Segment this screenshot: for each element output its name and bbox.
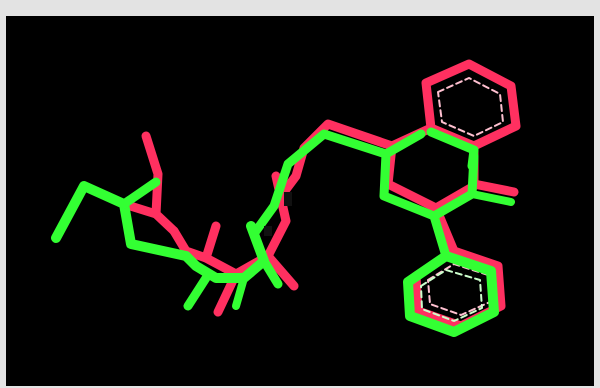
green-benzene-bottom (403, 251, 499, 337)
green-linker (251, 129, 391, 236)
red-hydroxyl-c (201, 221, 221, 263)
green-hydroxyl-b (183, 273, 211, 311)
green-phenyl-link (429, 211, 451, 261)
model-green (51, 127, 515, 337)
red-methyl (469, 179, 519, 197)
green-hydroxyl-a (259, 256, 283, 289)
molecule-viewport[interactable] (6, 16, 594, 386)
red-benzene-bottom (411, 246, 506, 331)
shade-a (284, 192, 292, 206)
red-ester (141, 131, 179, 236)
shade-b (264, 226, 272, 236)
green-sugar-ring (181, 221, 269, 283)
green-benzene-bottom-inner (420, 269, 483, 322)
red-benzene-top-inner (437, 77, 504, 137)
red-hydroxyl-a (263, 251, 299, 291)
green-carbonyl (119, 177, 161, 209)
green-methyl (468, 190, 515, 206)
depth-shading (264, 192, 292, 236)
molecule-overlay[interactable] (6, 16, 594, 386)
green-pyran-ring (379, 129, 479, 221)
green-hydroxyl-c (232, 274, 248, 310)
